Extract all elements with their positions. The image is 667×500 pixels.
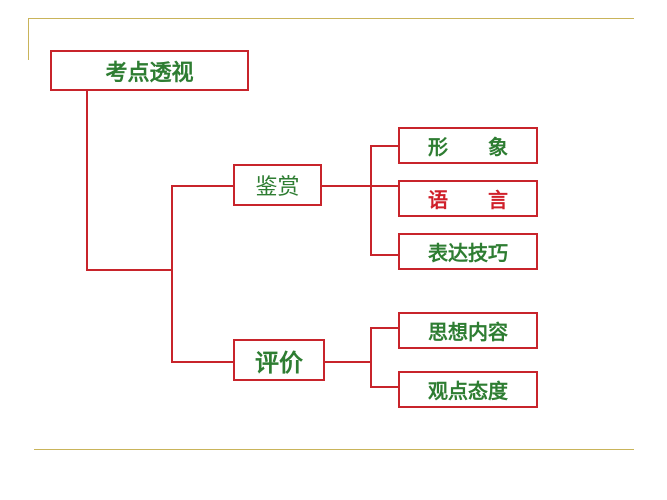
evaluation-children-bracket — [370, 327, 372, 388]
frame-top-line — [28, 18, 634, 19]
branch-node-appreciation: 鉴赏 — [233, 164, 322, 206]
leaf-node-language: 语 言 — [398, 180, 538, 217]
frame-left-line — [28, 18, 29, 60]
leaf-node-viewpoint-attitude: 观点态度 — [398, 371, 538, 408]
root-vertical-connector — [86, 90, 88, 270]
bracket-to-image-connector — [370, 145, 400, 147]
appreciation-to-children-connector — [321, 185, 371, 187]
root-node: 考点透视 — [50, 50, 249, 91]
branch-node-evaluation: 评价 — [233, 339, 325, 381]
bracket-to-technique-connector — [370, 254, 400, 256]
root-to-trunk-connector — [86, 269, 172, 271]
appreciation-children-bracket — [370, 145, 372, 256]
leaf-node-expression-technique: 表达技巧 — [398, 233, 538, 270]
trunk-to-appreciation-connector — [171, 185, 234, 187]
trunk-vertical-connector — [171, 185, 173, 363]
trunk-to-evaluation-connector — [171, 361, 234, 363]
bracket-to-language-connector — [370, 185, 400, 187]
bracket-to-attitude-connector — [370, 386, 400, 388]
evaluation-to-children-connector — [324, 361, 372, 363]
bracket-to-content-connector — [370, 327, 400, 329]
frame-bottom-line — [34, 449, 634, 450]
leaf-node-ideological-content: 思想内容 — [398, 312, 538, 349]
leaf-node-image: 形 象 — [398, 127, 538, 164]
